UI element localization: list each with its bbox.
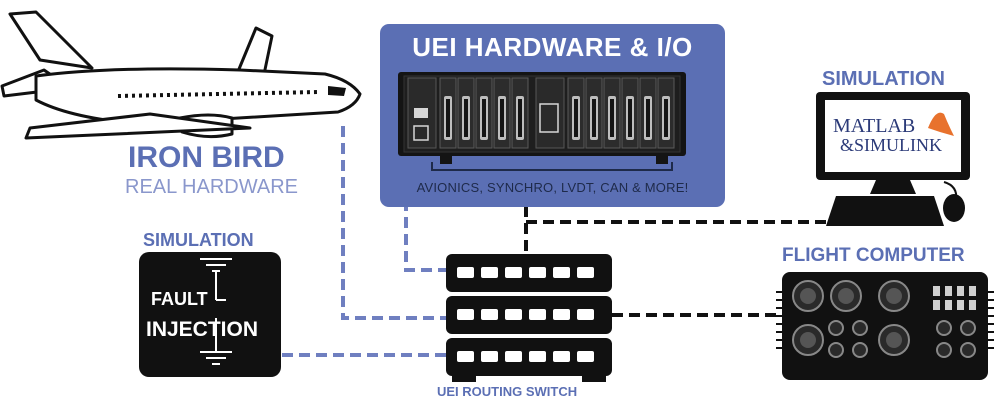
simulation-fault-title: SIMULATION — [143, 230, 254, 250]
connector-iron-bird-switch — [341, 126, 450, 320]
injection-label: INJECTION — [146, 318, 259, 341]
uei-hardware-caption: AVIONICS, SYNCHRO, LVDT, CAN & MORE! — [416, 180, 689, 195]
caption-bracket — [431, 162, 673, 171]
routing-switch-icon — [446, 254, 612, 382]
io-chassis-icon — [398, 72, 686, 164]
uei-hardware-panel — [380, 24, 725, 207]
routing-switch-label: UEI ROUTING SWITCH — [437, 384, 578, 399]
iron-bird-title: IRON BIRD — [128, 141, 285, 174]
uei-hardware-title: UEI HARDWARE & I/O — [412, 32, 693, 62]
iron-bird-subtitle: REAL HARDWARE — [125, 176, 298, 198]
matlab-logo-text: MATLAB — [833, 115, 916, 137]
connectors — [282, 126, 832, 357]
airplane-icon — [0, 10, 362, 140]
flight-computer-title: FLIGHT COMPUTER — [782, 245, 965, 266]
matlab-membrane-icon — [928, 112, 954, 136]
fault-injection-box — [139, 252, 281, 377]
simulation-matlab-title: SIMULATION — [822, 68, 945, 90]
computer-monitor-icon — [816, 92, 970, 226]
connector-uei-switch — [404, 200, 450, 272]
mouse-icon — [943, 181, 965, 222]
ground-symbol-icon — [200, 258, 232, 365]
fault-label: FAULT — [151, 289, 208, 309]
simulink-logo-text: &SIMULINK — [840, 135, 942, 155]
flight-computer-box — [776, 272, 994, 380]
